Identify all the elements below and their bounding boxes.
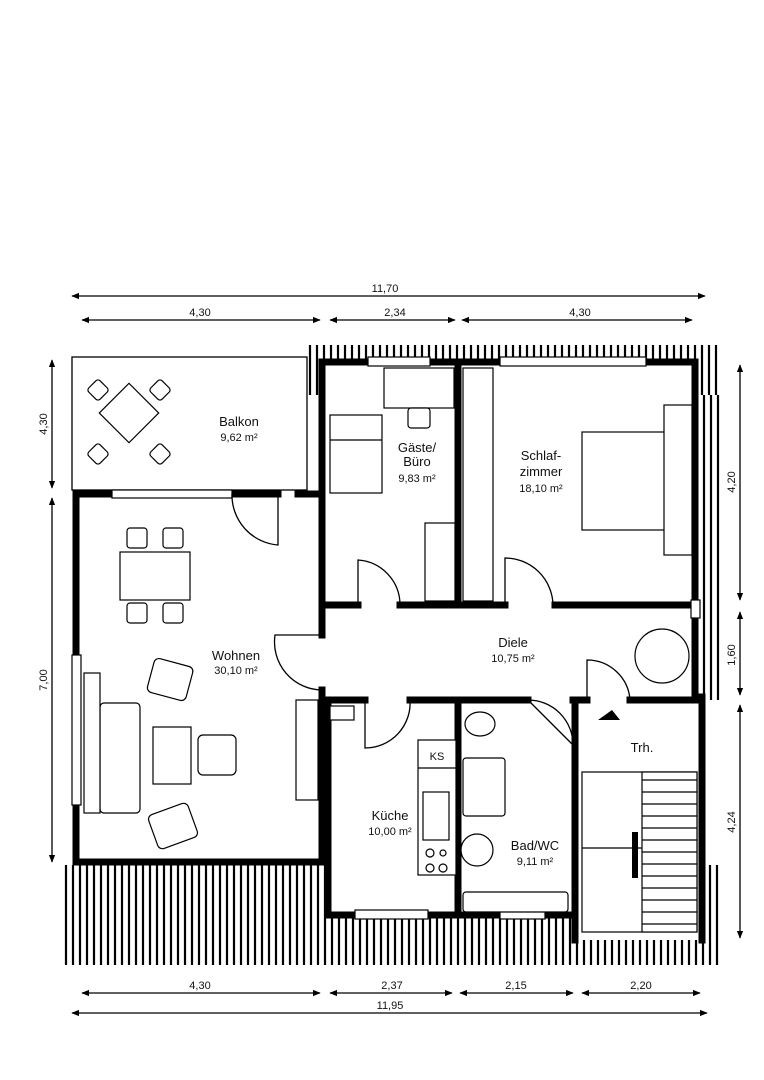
room-schlaf-area: 18,10 m² <box>519 483 563 495</box>
dim-right-2: 1,60 <box>726 644 738 665</box>
room-wohnen-area: 30,10 m² <box>214 665 258 677</box>
dim-bottom-2: 2,37 <box>381 980 402 992</box>
room-diele-name: Diele <box>498 635 528 650</box>
dim-bottom-4: 2,20 <box>630 980 651 992</box>
windows <box>71 356 701 920</box>
room-gaeste-name2: Büro <box>403 454 430 469</box>
room-schlaf-name1: Schlaf- <box>521 448 561 463</box>
room-wohnen-name: Wohnen <box>212 648 260 663</box>
room-balkon-name: Balkon <box>219 414 259 429</box>
dim-left-2: 7,00 <box>38 669 50 690</box>
dim-right-1: 4,20 <box>726 471 738 492</box>
dim-top-3: 4,30 <box>569 307 590 319</box>
dim-bottom-3: 2,15 <box>505 980 526 992</box>
stair-treads <box>642 779 697 925</box>
room-kueche-area: 10,00 m² <box>368 826 412 838</box>
room-balkon-area: 9,62 m² <box>220 432 258 444</box>
room-bad-name: Bad/WC <box>511 838 559 853</box>
dim-left-1: 4,30 <box>38 413 50 434</box>
walls <box>72 358 706 944</box>
dim-bottom-total: 11,95 <box>377 1000 404 1012</box>
balcony-table-set <box>87 379 171 465</box>
doors <box>231 493 631 749</box>
dim-right-3: 4,24 <box>726 811 738 832</box>
dim-top-1: 4,30 <box>189 307 210 319</box>
room-treppenhaus-name: Trh. <box>631 740 654 755</box>
dim-top-total: 11,70 <box>372 283 399 295</box>
balcony-outline <box>71 356 308 491</box>
room-diele-area: 10,75 m² <box>491 653 535 665</box>
dim-bottom-1: 4,30 <box>189 980 210 992</box>
room-gaeste-area: 9,83 m² <box>398 473 436 485</box>
room-schlaf-name2: zimmer <box>520 464 563 479</box>
room-kueche-name: Küche <box>372 808 409 823</box>
dim-top-2: 2,34 <box>384 307 405 319</box>
room-bad-area: 9,11 m² <box>517 856 554 868</box>
fridge-label: KS <box>430 751 445 763</box>
dimension-lines <box>48 292 744 1017</box>
room-gaeste-name1: Gäste/ <box>398 440 437 455</box>
